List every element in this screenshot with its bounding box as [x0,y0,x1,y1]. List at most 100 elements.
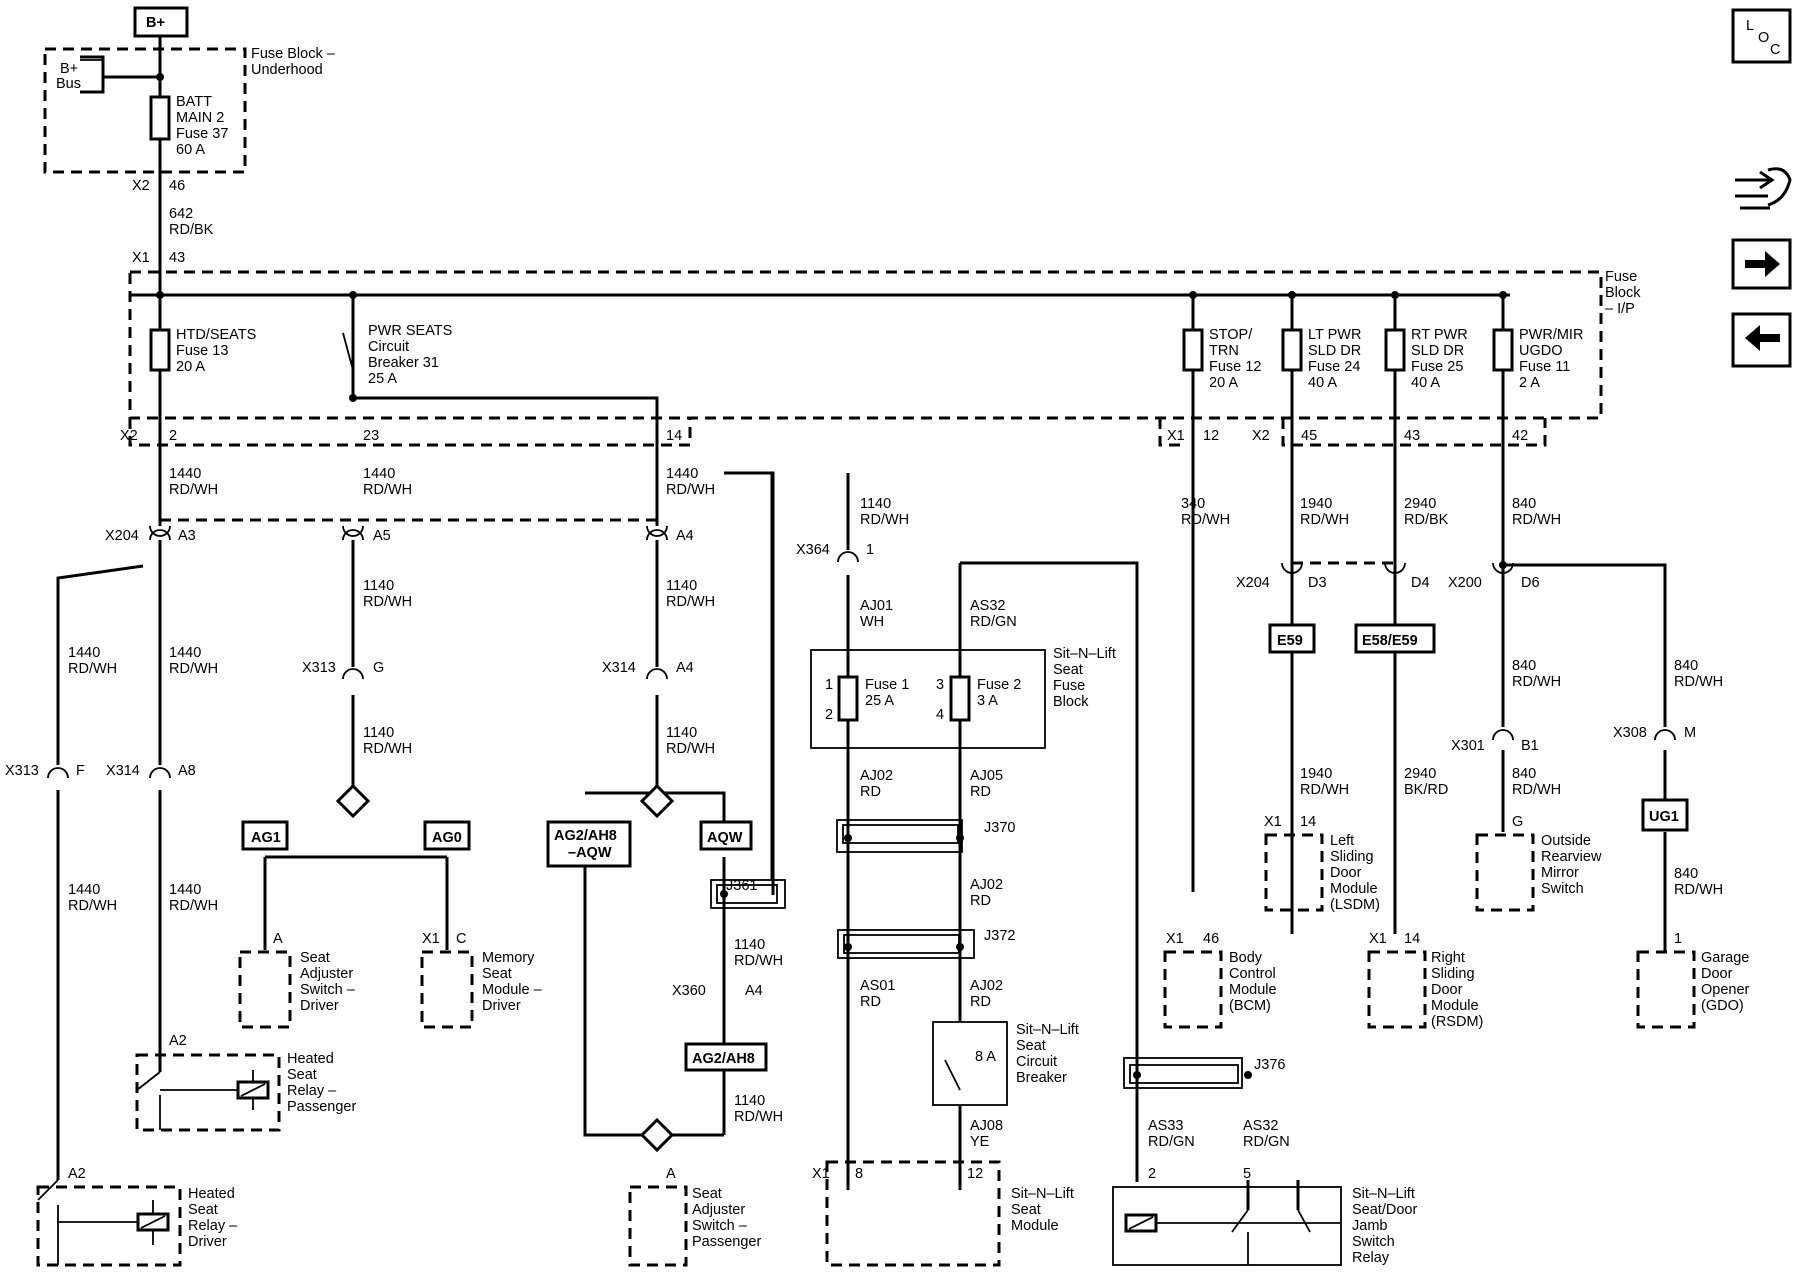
option-e58-e59: E58/E59 [1362,633,1418,649]
m-label: M [1684,725,1696,741]
seat-adjuster-switch-passenger-outline [628,1185,688,1267]
d4-label: D4 [1411,575,1430,591]
pin-x1-12-label: X1 [1167,428,1185,444]
aj02-a-color: RD [860,784,881,800]
mirror-label-1: Outside [1541,833,1591,849]
rsdm-outline [1367,950,1427,1029]
wire-1940-b-num: 1940 [1300,766,1332,782]
pin-x2-2-label: X2 [120,428,138,444]
wire-340-num: 340 [1181,496,1205,512]
lsdm-label-2: Sliding [1330,849,1374,865]
splice-j372 [837,929,975,959]
as32-b-color: RD/GN [1243,1134,1290,1150]
wire-1140-f-num: 1140 [734,937,765,953]
wire-2940-a-color: RD/BK [1404,512,1449,528]
gdo-label-2: Door [1701,966,1733,982]
lt-pwr-label-2: SLD DR [1308,343,1361,359]
batt-fuse-label-2: MAIN 2 [176,110,224,126]
wire-1440-e-num: 1440 [169,645,201,661]
htd-seats-fuse-13 [149,328,171,372]
arrow-left-button[interactable] [1731,312,1792,368]
stop-trn-label-2: TRN [1209,343,1239,359]
splice-j372-bar [843,934,960,954]
pin-12: 12 [1203,428,1219,444]
bcm-x1: X1 [1166,931,1184,947]
sfb-pin-4: 4 [936,707,944,723]
sit-fuse-2 [949,675,971,722]
adj-drv-pin: A [273,931,283,947]
option-code-boxes: AG1 AG0 AG2/AH8 –AQW AQW AG2/AH8 E59 E58… [241,623,1689,1072]
sit-module-label-2: Seat [1011,1202,1041,1218]
lsdm-label-5: (LSDM) [1330,897,1380,913]
sit-cb-rating: 8 A [975,1049,996,1065]
rsdm-label-1: Right [1431,950,1465,966]
g-label: G [373,660,384,676]
wire-840-d-num: 840 [1512,766,1536,782]
x313-f-label: X313 [5,763,39,779]
bcm-label-1: Body [1229,950,1263,966]
x314-a4-label: X314 [602,660,636,676]
pwr-seats-label-1: PWR SEATS [368,323,452,339]
pin-x2-45-label: X2 [1252,428,1270,444]
f-label: F [76,763,85,779]
option-ag2-ah8-b: AG2/AH8 [692,1051,755,1067]
d3-label: D3 [1308,575,1327,591]
seat-adj-pass-label-1: Seat [692,1186,722,1202]
pwr-mir-label-2: UGDO [1519,343,1563,359]
gdo-label-4: (GDO) [1701,998,1744,1014]
wire-1140-d-num: 1140 [666,725,697,741]
arrow-right-button[interactable] [1731,238,1792,290]
aj08-num: AJ08 [970,1118,1003,1134]
relay-symbols [37,1070,1340,1265]
relay-pass-label-3: Relay – [287,1083,337,1099]
wire-1940-a-color: RD/WH [1300,512,1349,528]
option-diamonds [335,783,675,1153]
htd-seats-label-1: HTD/SEATS [176,327,256,343]
sit-fuse-block-label-1: Sit–N–Lift [1053,646,1116,662]
option-ag2-ah8: AG2/AH8 [554,828,617,844]
bcm-label-2: Control [1229,966,1276,982]
as01-color: RD [860,994,881,1010]
x301-label: X301 [1451,738,1485,754]
dashed-enclosures [36,47,1696,1267]
wire-1140-d-color: RD/WH [666,741,715,757]
splice-j376 [1123,1057,1243,1089]
sit-n-lift-circuit-breaker-box [932,1021,1008,1106]
lsdm-label-1: Left [1330,833,1354,849]
x313-g-label: X313 [302,660,336,676]
wire-1440-f-color: RD/WH [68,898,117,914]
adj-pass-pin: A [666,1166,676,1182]
gdo-label-3: Opener [1701,982,1750,998]
jamb-switch-relay-box [1112,1186,1342,1266]
stop-trn-label-1: STOP/ [1209,327,1253,343]
bcm-outline [1163,950,1223,1029]
connector-icon[interactable] [1735,167,1792,210]
wire-1440-g-color: RD/WH [169,898,218,914]
lt-pwr-fuse-24 [1281,328,1303,372]
x204-d3-label: X204 [1236,575,1270,591]
pin-x1: X1 [132,250,150,266]
option-ag0: AG0 [432,830,462,846]
splice-j361 [710,879,786,909]
loc-icon[interactable] [1731,8,1792,64]
loc-button[interactable]: L O C [1731,8,1792,64]
aj01-color: WH [860,614,884,630]
pwr-mir-label-1: PWR/MIR [1519,327,1583,343]
relay-pass-label-4: Passenger [287,1099,356,1115]
sit-cb-label-2: Seat [1016,1038,1046,1054]
option-aqw: AQW [707,830,743,846]
option-ag1: AG1 [251,830,281,846]
connector-arcs [47,525,1676,1058]
wire-1440-f-num: 1440 [68,882,100,898]
relay-pass-label-1: Heated [287,1051,334,1067]
wires [56,33,1667,1210]
sit-cb-label-1: Sit–N–Lift [1016,1022,1079,1038]
sit-fuse-block-label-3: Fuse [1053,678,1085,694]
rt-pwr-fuse-25 [1384,328,1406,372]
sit-module-label-1: Sit–N–Lift [1011,1186,1074,1202]
option-e59: E59 [1277,633,1303,649]
sit-cb-label-3: Circuit [1016,1054,1057,1070]
a4-label: A4 [676,528,694,544]
wire-1140-e-num: 1140 [860,496,891,512]
mem-label-3: Module – [482,982,543,998]
